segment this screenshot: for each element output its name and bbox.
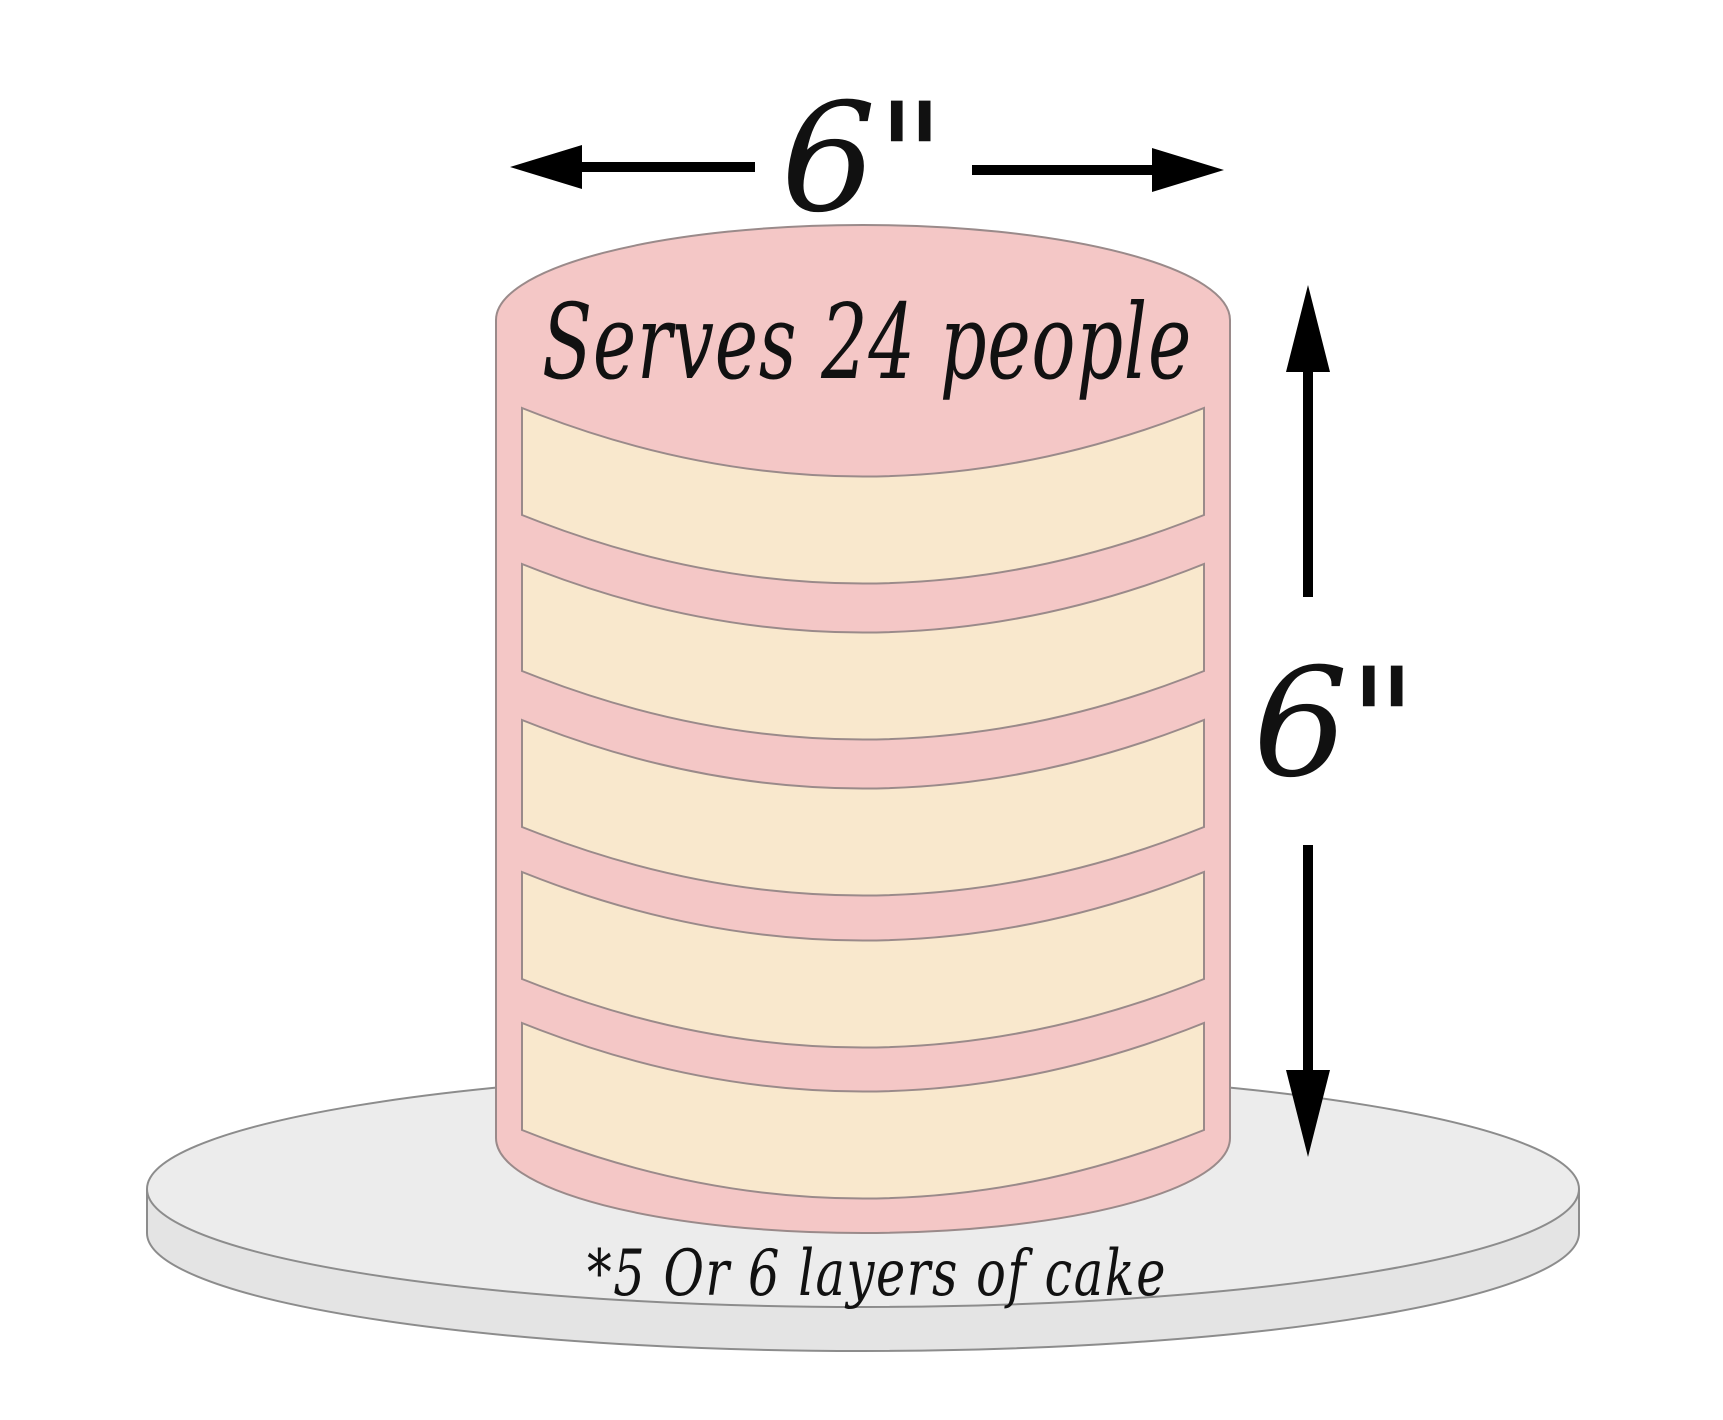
cake-layer-5	[521, 1021, 1205, 1200]
up-arrow-icon	[1286, 285, 1330, 597]
height-label: 6"	[1253, 637, 1417, 811]
width-dimension: 6"	[510, 72, 1224, 246]
double-headed-vertical-arrow-icon	[1286, 285, 1330, 1157]
cake-layer-1	[521, 406, 1205, 585]
cake-layer-2	[521, 562, 1205, 741]
servings-headline: Serves 24 people	[542, 281, 1192, 403]
down-arrow-icon	[1286, 845, 1330, 1157]
cake-layer-4	[521, 870, 1205, 1049]
layers-footnote: *5 Or 6 layers of cake	[587, 1237, 1167, 1311]
left-arrow-icon	[510, 145, 755, 189]
cake-layer-3	[521, 718, 1205, 897]
height-dimension: 6"	[1253, 285, 1417, 1157]
cake	[495, 224, 1231, 1234]
cake-layers	[521, 406, 1205, 1200]
double-headed-horizontal-arrow-icon	[510, 145, 1224, 192]
right-arrow-icon	[972, 148, 1224, 192]
width-label: 6"	[781, 72, 945, 246]
